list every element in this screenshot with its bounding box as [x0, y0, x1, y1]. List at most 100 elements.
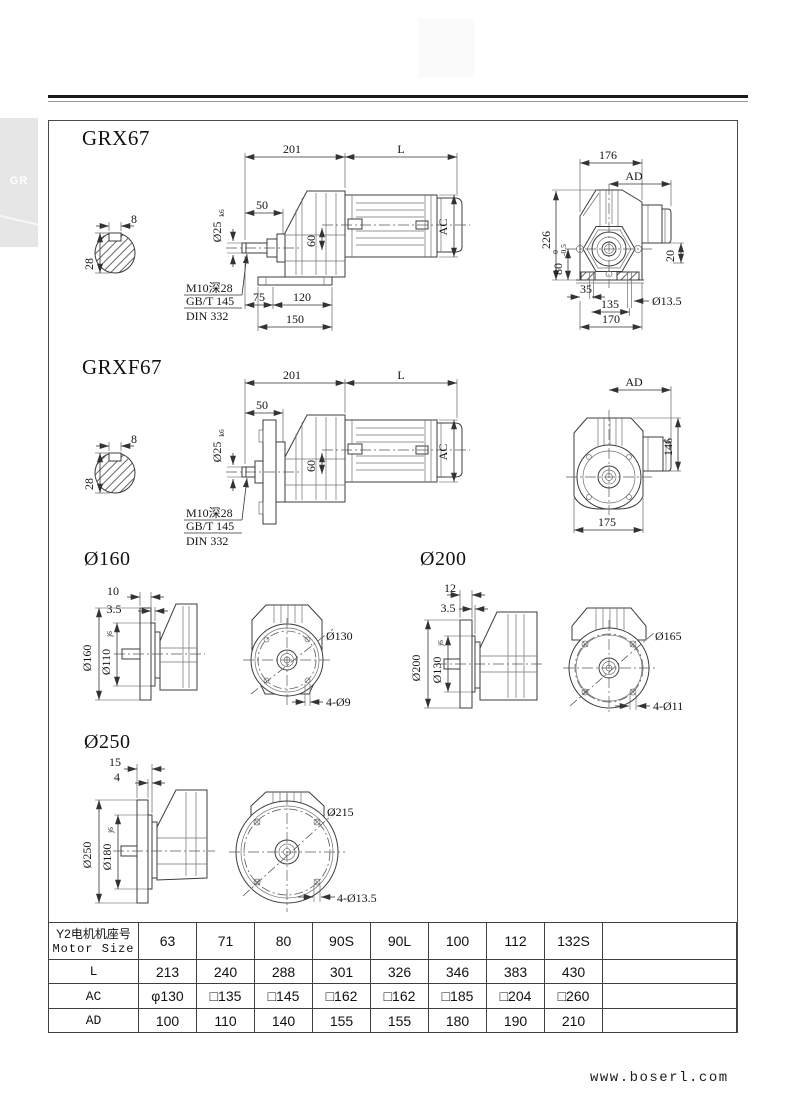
value-cell: 180	[428, 1008, 487, 1033]
row-label: AD	[48, 1008, 139, 1033]
flange160-title: Ø160	[84, 548, 131, 570]
value-cell: □145	[254, 983, 313, 1009]
header-cn: Y2电机机座号	[56, 926, 131, 941]
size-cell: 80	[254, 922, 313, 960]
value-cell: □260	[544, 983, 603, 1009]
dim-label: 35	[580, 282, 592, 296]
dim-label: 15	[109, 755, 121, 769]
dim-label: Ø180	[100, 844, 114, 871]
dim-label: 170	[602, 312, 620, 326]
grx67-rear-view: 176 AD 226 80 0 -0.5 20 35 135 170 Ø13.5	[539, 148, 684, 330]
value-cell: 155	[370, 1008, 429, 1033]
holes-label: 4-Ø11	[653, 699, 683, 713]
dim-label: 8	[131, 432, 137, 446]
value-cell: 288	[254, 959, 313, 984]
size-cell: 90L	[370, 922, 429, 960]
dim-label: Ø250	[80, 842, 94, 869]
dim-label: 201	[283, 142, 301, 156]
row-label: AC	[48, 983, 139, 1009]
dim-label: Ø200	[409, 655, 423, 682]
dim-label: 3.5	[107, 602, 122, 616]
empty-cell	[602, 983, 737, 1009]
top-rule-thick	[48, 95, 748, 98]
side-tab-label: GR	[9, 175, 29, 187]
dim-label: L	[397, 368, 404, 382]
size-cell: 112	[486, 922, 545, 960]
size-cell: 90S	[312, 922, 371, 960]
row-label: L	[48, 959, 139, 984]
motor-size-table: Y2电机机座号 Motor Size 63 71 80 90S 90L 100 …	[48, 922, 737, 1033]
empty-cell	[602, 922, 737, 960]
value-cell: 383	[486, 959, 545, 984]
value-cell: 213	[138, 959, 197, 984]
dim-fit-label: j6	[105, 631, 114, 638]
value-cell: 240	[196, 959, 255, 984]
dim-label: 75	[253, 290, 265, 304]
grx67-title: GRX67	[82, 126, 150, 150]
dim-label: 28	[82, 258, 96, 270]
dim-label: 135	[601, 297, 619, 311]
dim-label: L	[397, 142, 404, 156]
dim-label: 4	[114, 770, 120, 784]
value-cell: 346	[428, 959, 487, 984]
value-cell: 210	[544, 1008, 603, 1033]
dim-label: 3.5	[441, 601, 456, 615]
value-cell: 301	[312, 959, 371, 984]
grxf67-title: GRXF67	[82, 355, 163, 379]
holes-label: 4-Ø9	[326, 695, 351, 709]
value-cell: 140	[254, 1008, 313, 1033]
thread-note: M10深28	[186, 506, 233, 520]
dim-label: AC	[436, 444, 450, 461]
value-cell: □162	[312, 983, 371, 1009]
dim-label: AD	[625, 169, 643, 183]
header-en: Motor Size	[52, 941, 135, 956]
dim-label: 120	[293, 290, 311, 304]
dim-label: Ø110	[99, 649, 113, 675]
bolt-circle-label: Ø165	[655, 629, 682, 643]
dim-label: AD	[625, 375, 643, 389]
empty-cell	[602, 1008, 737, 1033]
dim-fit-label: k6	[217, 429, 226, 437]
dim-label: Ø25	[210, 222, 224, 243]
value-cell: 430	[544, 959, 603, 984]
dim-label: 12	[444, 581, 456, 595]
dim-label: 226	[539, 231, 553, 249]
dim-fit-label: j6	[436, 640, 445, 647]
dim-label: Ø130	[430, 657, 444, 684]
value-cell: 155	[312, 1008, 371, 1033]
side-index-tab: GR	[0, 118, 38, 247]
value-cell: 190	[486, 1008, 545, 1033]
size-cell: 71	[196, 922, 255, 960]
value-cell: □185	[428, 983, 487, 1009]
dim-label: Ø25	[210, 442, 224, 463]
holes-label: 4-Ø13.5	[337, 891, 377, 905]
standard-note: DIN 332	[186, 309, 228, 323]
dim-label: Ø160	[80, 645, 94, 672]
standard-note: GB/T 145	[186, 519, 234, 533]
value-cell: □162	[370, 983, 429, 1009]
content-border	[48, 120, 738, 1033]
dim-tol-label: -0.5	[559, 244, 568, 256]
grxf67-shaft-section: 8 28	[82, 432, 137, 494]
value-cell: φ130	[138, 983, 197, 1009]
flange250-front-view: Ø215 4-Ø13.5	[229, 791, 377, 912]
standard-note: GB/T 145	[186, 294, 234, 308]
website-url: www.boserl.com	[590, 1070, 729, 1086]
dim-label: 28	[82, 478, 96, 490]
bolt-circle-label: Ø130	[326, 629, 353, 643]
flange250-title: Ø250	[84, 731, 131, 753]
grx67-shaft-section: 8 28	[82, 212, 137, 274]
dim-label: 175	[598, 515, 616, 529]
flange160-front-view: Ø130 4-Ø9	[243, 604, 353, 709]
value-cell: □204	[486, 983, 545, 1009]
flange200-side-view: 12 3.5 Ø200 Ø130 j6	[409, 581, 545, 709]
dim-label: 20	[663, 250, 677, 262]
dim-label: 146	[661, 438, 675, 456]
hole-label: Ø13.5	[652, 294, 682, 308]
dim-label: 60	[304, 460, 318, 472]
value-cell: 326	[370, 959, 429, 984]
dim-tol-label: 0	[551, 250, 560, 254]
dim-label: 8	[131, 212, 137, 226]
grxf67-rear-view: AD 146 175	[566, 375, 681, 533]
